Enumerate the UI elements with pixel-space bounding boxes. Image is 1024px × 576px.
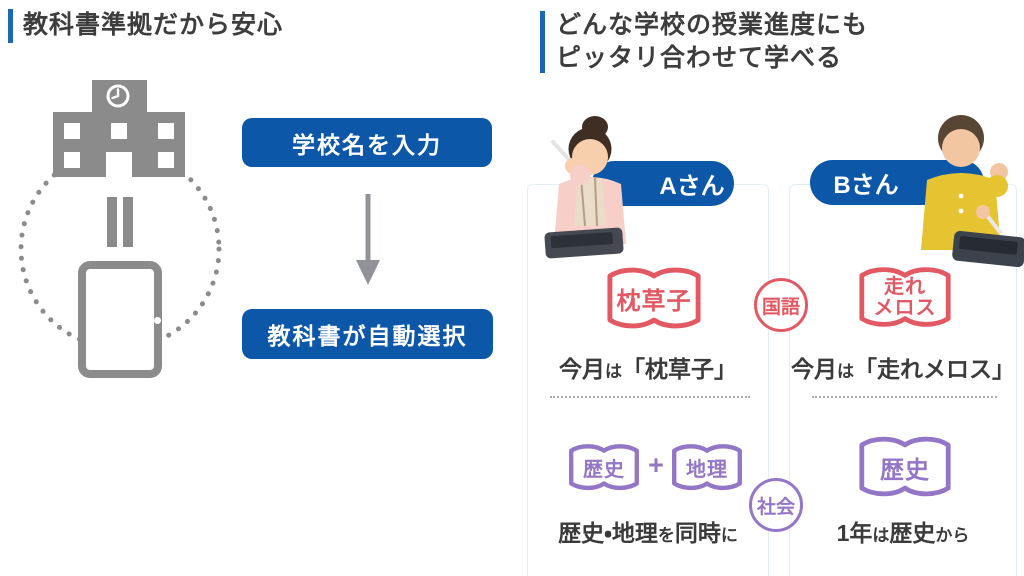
book-icon-hashire-merosu: 走れ メロス — [857, 263, 953, 332]
student-a-bottom-caption: 歴史・地理を同時に — [558, 520, 738, 546]
subject-badge-shakai-label: 社会 — [756, 496, 795, 518]
plus-sign: + — [648, 450, 664, 480]
flow-step-enter-school-name: 学校名を入力 — [242, 118, 492, 167]
book-icon-chiri-small: 地理 — [670, 442, 744, 493]
student-b-photo — [921, 115, 1024, 268]
school-window — [64, 123, 80, 139]
school-door — [106, 152, 132, 177]
school-window — [158, 152, 174, 168]
left-title-accent-bar — [8, 9, 13, 43]
book-icon-makuranososhi: 枕草子 — [605, 264, 703, 333]
right-title-accent-bar — [540, 11, 545, 73]
student-b-name: Bさん — [833, 172, 899, 199]
book-title: 枕草子 — [616, 288, 692, 315]
school-window — [64, 152, 80, 168]
book-title: 地理 — [686, 459, 728, 481]
right-panel: どんな学校の授業進度にも ピッタリ合わせて学べる Aさん Bさん — [512, 0, 1024, 576]
left-panel: 教科書準拠だから安心 — [8, 9, 493, 378]
student-a-photo — [544, 116, 626, 259]
student-b-bottom-caption: 1年は歴史から — [836, 520, 970, 546]
book-icon-rekishi-large: 歴史 — [857, 432, 953, 502]
right-panel-title-line2: ピッタリ合わせて学べる — [556, 44, 843, 72]
book-title-line2: メロス — [873, 296, 937, 319]
clock-icon — [106, 84, 130, 108]
subject-badge-kokugo: 国語 — [754, 278, 808, 332]
tablet-icon — [78, 261, 162, 378]
student-b-top-caption: 今月は「走れメロス」 — [791, 356, 1015, 382]
book-title: 歴史 — [880, 456, 930, 484]
flow-step-textbook-autoselect: 教科書が自動選択 — [242, 309, 493, 359]
book-icon-rekishi-small: 歴史 — [567, 442, 641, 493]
left-panel-title: 教科書準拠だから安心 — [23, 11, 284, 39]
down-arrow-icon — [356, 194, 380, 285]
subject-badge-shakai: 社会 — [749, 478, 803, 532]
student-a-name: Aさん — [659, 173, 725, 200]
school-window — [158, 123, 174, 139]
school-body — [53, 112, 185, 177]
book-title-line1: 走れ — [884, 275, 926, 298]
school-window — [111, 123, 127, 139]
student-a-top-caption: 今月は「枕草子」 — [559, 356, 737, 382]
divider-b — [812, 396, 997, 398]
book-title: 歴史 — [583, 459, 625, 481]
tablet-home-button — [154, 316, 161, 324]
subject-badge-kokugo-label: 国語 — [761, 296, 800, 318]
right-panel-title-line1: どんな学校の授業進度にも — [556, 11, 869, 39]
divider-a — [550, 396, 750, 398]
